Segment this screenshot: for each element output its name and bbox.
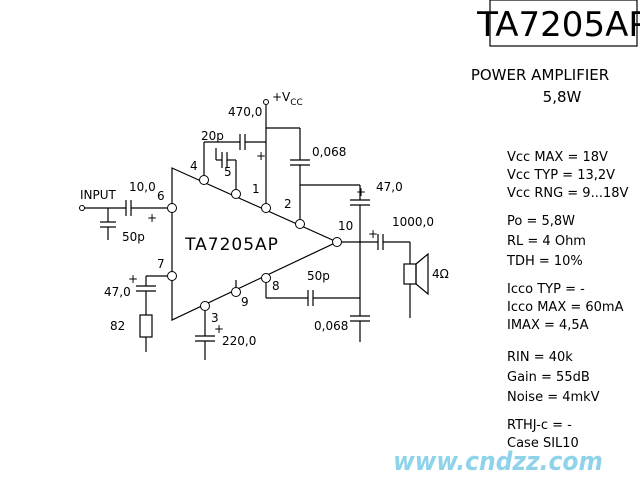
spec-case: Case SIL10 (507, 436, 579, 451)
watermark: www.cndzz.com (393, 447, 603, 477)
r-bias-value: 82 (110, 319, 125, 333)
c-in-value: 10,0 (129, 180, 156, 194)
c-pin3-value: 220,0 (222, 334, 256, 348)
spec-vcc-max: Vcc MAX = 18V (507, 150, 608, 165)
spec-rin: RIN = 40k (507, 350, 573, 365)
c-boot-value: 470,0 (228, 105, 262, 119)
pin-10-node (332, 237, 342, 247)
c-supply-value: 0,068 (312, 145, 346, 159)
pin-10-label: 10 (338, 219, 353, 233)
speaker-cone (415, 252, 429, 296)
spec-imax: IMAX = 4,5A (507, 318, 589, 333)
spec-vcc-rng: Vcc RNG = 9...18V (507, 186, 629, 201)
pin-3-node (200, 301, 210, 311)
c-fb-value: 50p (307, 269, 330, 283)
c-bias-polarity: + (128, 272, 138, 286)
supply-terminal (263, 99, 269, 105)
spec-vcc-typ: Vcc TYP = 13,2V (507, 168, 615, 183)
c-bias-value: 47,0 (104, 285, 131, 299)
input-label: INPUT (80, 188, 117, 202)
supply-label: +VCC (272, 90, 303, 108)
input-terminal (79, 205, 85, 211)
speaker-value: 4Ω (432, 267, 449, 281)
c-bootstrap-polarity: + (356, 185, 366, 199)
c-out-polarity: + (368, 227, 378, 241)
spec-noise: Noise = 4mkV (507, 390, 600, 405)
amplifier-triangle (171, 167, 339, 321)
c-shunt-value: 50p (122, 230, 145, 244)
part-number: TA7205AP (476, 5, 640, 45)
pin-1-node (261, 203, 271, 213)
description-line1: POWER AMPLIFIER (471, 66, 609, 84)
spec-icco-typ: Icco TYP = - (507, 282, 585, 297)
pin-7-node (167, 271, 177, 281)
pin-6-label: 6 (157, 189, 165, 203)
pin-9-label: 9 (241, 295, 249, 309)
pin-3-label: 3 (211, 311, 219, 325)
c-pin3-polarity: + (214, 322, 224, 336)
pin-8-label: 8 (272, 279, 280, 293)
c-boot-polarity: + (256, 149, 266, 163)
pin-8-node (261, 273, 271, 283)
pin-9-node (231, 287, 241, 297)
pin-1-label: 1 (252, 182, 260, 196)
title-box (489, 0, 638, 47)
speaker-body (403, 263, 417, 285)
pin-5-label: 5 (224, 165, 232, 179)
pin-7-label: 7 (157, 257, 165, 271)
pin-6-node (167, 203, 177, 213)
spec-gain: Gain = 55dB (507, 370, 590, 385)
c-snub-value: 0,068 (314, 319, 348, 333)
description-line2: 5,8W (543, 88, 582, 106)
c-in-polarity: + (147, 211, 157, 225)
chip-label: TA7205AP (184, 235, 279, 255)
pin-2-node (295, 219, 305, 229)
c-out-value: 1000,0 (392, 215, 434, 229)
spec-tdh: TDH = 10% (506, 254, 583, 269)
c-bootstrap-value: 47,0 (376, 180, 403, 194)
spec-icco-max: Icco MAX = 60mA (507, 300, 624, 315)
spec-po: Po = 5,8W (507, 214, 575, 229)
pin-4-node (199, 175, 209, 185)
pin-4-label: 4 (190, 159, 198, 173)
pin-2-label: 2 (284, 197, 292, 211)
r-bias (139, 314, 153, 338)
spec-rl: RL = 4 Ohm (507, 234, 586, 249)
spec-rthj: RTHJ-c = - (507, 418, 572, 433)
c-comp-value: 20p (201, 129, 224, 143)
pin-5-node (231, 189, 241, 199)
